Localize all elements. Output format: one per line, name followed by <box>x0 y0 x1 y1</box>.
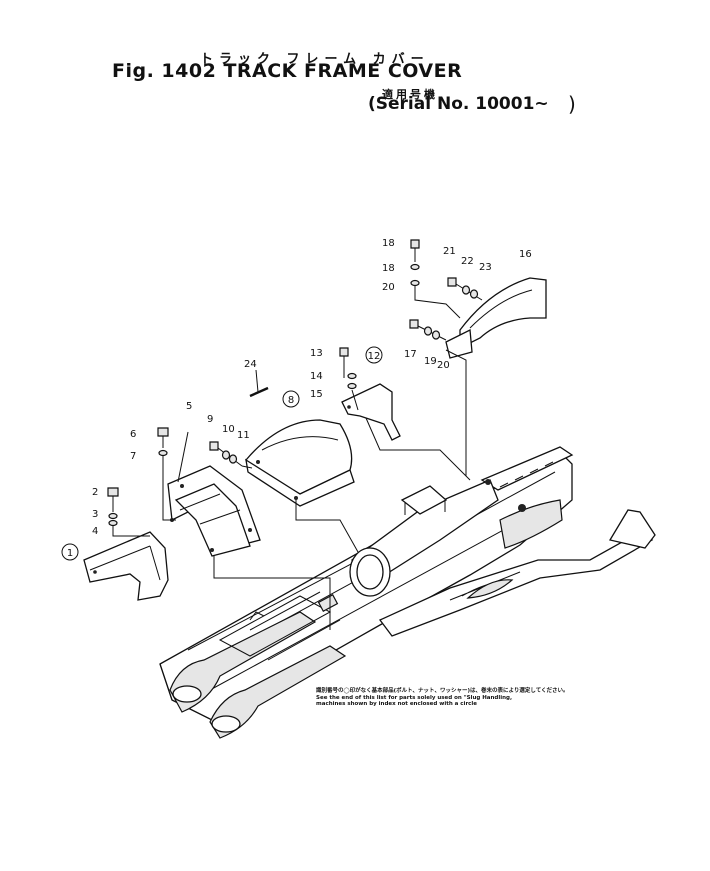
callout-13: 13 <box>310 348 323 359</box>
part-16-cover <box>445 277 547 359</box>
figure-number: Fig. 1402 <box>112 60 217 82</box>
callout-6: 6 <box>130 429 136 440</box>
footnote-english-1: See the end of this list for parts solel… <box>316 694 513 701</box>
callout-10: 10 <box>222 424 235 435</box>
callout-15: 15 <box>310 389 323 400</box>
title-japanese: トラック フレーム カバー <box>200 52 430 67</box>
callout-16: 16 <box>519 249 532 260</box>
leader-lines <box>112 286 471 630</box>
callout-17: 17 <box>404 349 417 360</box>
fasteners <box>107 239 483 527</box>
footnote-english-2: machines shown by index not enclosed wit… <box>316 701 478 707</box>
callout-3: 3 <box>92 509 98 520</box>
serial-number-label: (Serial No. 10001~ <box>368 94 549 114</box>
callout-23: 23 <box>479 262 492 273</box>
callout-8: 8 <box>288 395 294 406</box>
callout-18b: 18 <box>382 263 395 274</box>
callout-labels: 1 2 3 4 5 6 7 8 9 10 11 12 13 14 15 16 1… <box>61 238 532 561</box>
track-frame <box>159 446 656 739</box>
callout-24: 24 <box>244 359 257 370</box>
callout-11: 11 <box>237 430 250 441</box>
callout-21: 21 <box>443 246 456 257</box>
callout-20: 20 <box>382 282 395 293</box>
serial-label-japanese: 適用号機 <box>382 88 438 101</box>
part-5-cover <box>167 465 261 557</box>
part-8-cover <box>245 419 355 507</box>
serial-close-paren: ) <box>568 92 576 116</box>
callout-1: 1 <box>67 548 73 559</box>
callout-5: 5 <box>186 401 192 412</box>
callout-14: 14 <box>310 371 323 382</box>
callout-4: 4 <box>92 526 98 537</box>
footnote: 識別番号の◯印がなく基本部品(ボルト、ナット、ワッシャー)は、巻末の表により選定… <box>316 688 578 708</box>
callout-18: 18 <box>382 238 395 249</box>
part-12-bracket <box>341 383 401 441</box>
figure-title: Fig. 1402 TRACK FRAME COVER <box>112 60 462 82</box>
figure-name: TRACK FRAME COVER <box>223 60 463 82</box>
footnote-japanese: 識別番号の◯印がなく基本部品(ボルト、ナット、ワッシャー)は、巻末の表により選定… <box>316 688 569 694</box>
callout-19: 19 <box>424 356 437 367</box>
callout-7: 7 <box>130 451 136 462</box>
part-1-cover <box>83 531 169 601</box>
callout-2: 2 <box>92 487 98 498</box>
callout-9: 9 <box>207 414 213 425</box>
callout-12: 12 <box>368 351 381 362</box>
callout-22: 22 <box>461 256 474 267</box>
callout-20b: 20 <box>437 360 450 371</box>
